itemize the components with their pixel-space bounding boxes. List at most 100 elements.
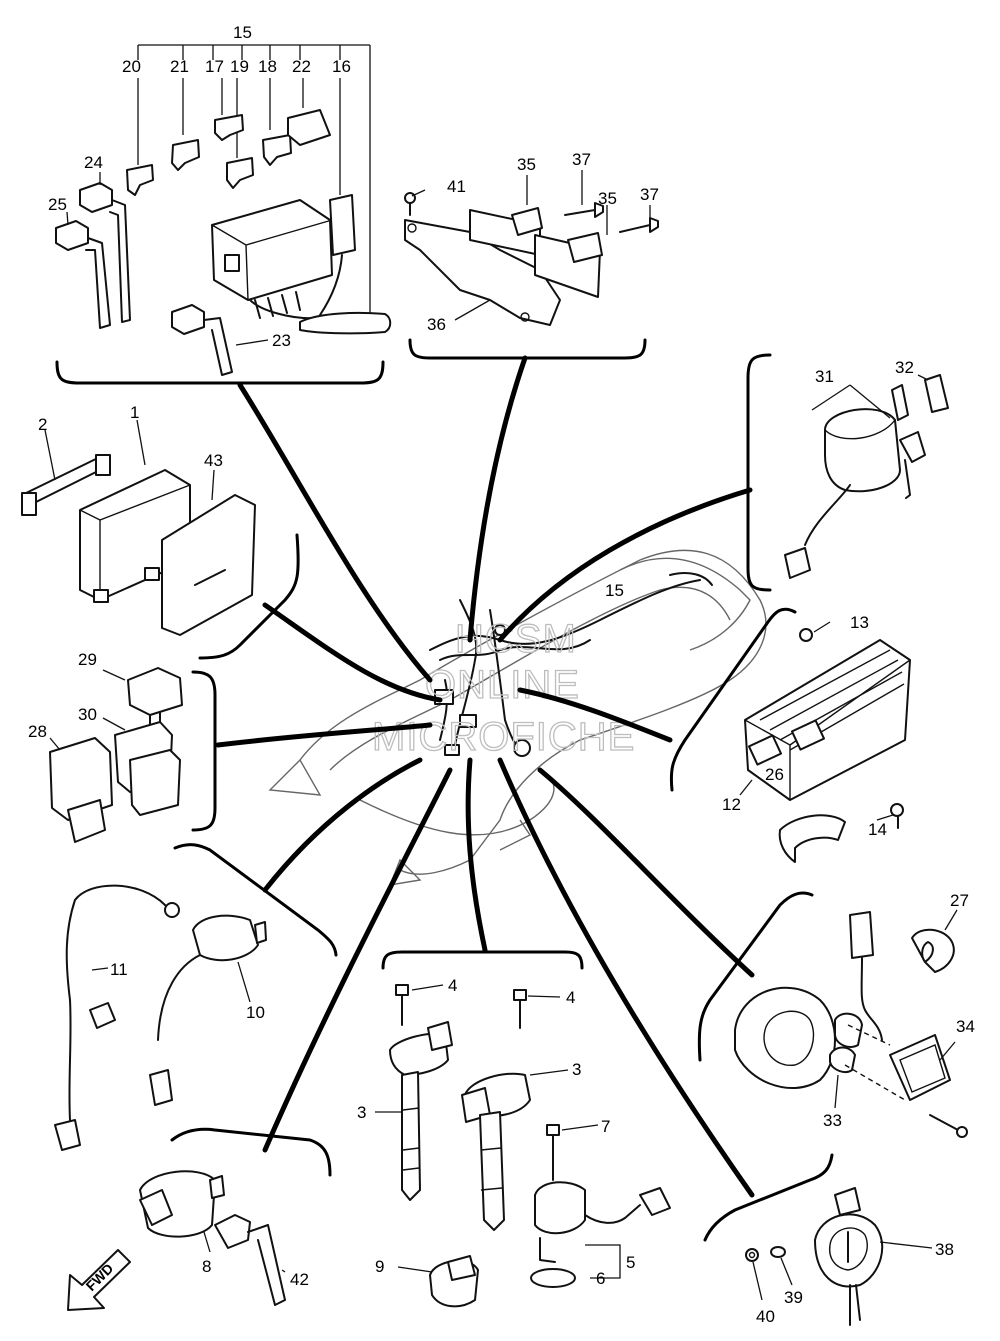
bolt-37a [564,202,604,218]
lead-plug-11 [54,1119,81,1151]
band-25 [55,220,89,251]
connector-10 [149,1069,173,1106]
washer-39 [770,1246,786,1258]
callout-30: 30 [78,705,97,724]
callout-1: 1 [130,403,139,422]
ignition-coil-group [375,950,671,1308]
band-24 [79,182,113,213]
fuse-20 [126,164,154,196]
sensor-10 [192,914,259,962]
callout-14: 14 [868,820,887,839]
band-42-head [214,1214,251,1249]
callout-37a: 37 [572,150,591,169]
callout-21: 21 [170,57,189,76]
bolt-14 [890,803,904,817]
rectifier-regulator-12 [744,639,911,801]
callout-3b: 3 [572,1060,581,1079]
callout-41: 41 [447,177,466,196]
relay-29 [127,667,183,716]
pickup-connector [849,911,874,959]
callout-43: 43 [204,451,223,470]
crank-sensor-5 [534,1181,586,1235]
fuse-21 [171,139,200,171]
callout-8: 8 [202,1257,211,1276]
callout-33: 33 [823,1111,842,1130]
o-ring-6 [530,1268,576,1288]
pickup-coil-33 [834,1012,863,1048]
nut-40 [745,1248,759,1262]
callout-3a: 3 [357,1103,366,1122]
pickup-coil-group [697,891,968,1138]
callout-39: 39 [784,1288,803,1307]
ecu-group [21,419,300,660]
callout-19: 19 [230,57,249,76]
screw-34 [929,1114,959,1131]
bracket-relay-group [404,170,659,360]
callout-24: 24 [84,153,103,172]
callout-42: 42 [290,1270,309,1289]
fwd-arrow-icon: FWD [67,1249,131,1311]
pickup-rotor [734,986,836,1090]
callout-4a: 4 [448,976,457,995]
callout-4b: 4 [566,988,575,1007]
fuse-19 [226,157,254,189]
callout-5: 5 [626,1253,635,1272]
callout-6: 6 [596,1269,605,1288]
band-23 [171,304,205,335]
callout-26: 26 [765,765,784,784]
callout-23: 23 [272,331,291,350]
callout-34: 34 [956,1017,975,1036]
fuse-22 [287,109,331,146]
relay-35a [511,207,543,236]
fuse-box [211,199,333,301]
callout-17: 17 [205,57,224,76]
callout-28: 28 [28,722,47,741]
callout-13: 13 [850,613,869,632]
callout-35a: 35 [517,155,536,174]
group-leader-lines [215,355,755,1198]
callout-31: 31 [815,367,834,386]
callout-9: 9 [375,1257,384,1276]
callout-25: 25 [48,195,67,214]
callout-22: 22 [292,57,311,76]
callout-18: 18 [258,57,277,76]
clamp-27 [911,928,955,973]
callout-11: 11 [110,960,128,979]
callout-15-top: 15 [233,23,252,42]
callout-40: 40 [756,1307,775,1326]
watermark-line-3: MICROFICHE [372,715,635,759]
fuse-17 [214,114,244,141]
callout-15-mid: 15 [605,581,624,600]
callout-38: 38 [935,1240,954,1259]
clamp-26 [778,814,846,863]
fuse-18 [262,134,292,166]
callout-2: 2 [38,415,47,434]
callout-29: 29 [78,650,97,669]
bracket-34 [889,1034,951,1101]
regulator-group [669,607,911,863]
sensor-38-group [703,1153,933,1326]
callout-20: 20 [122,57,141,76]
fuse-box-group [55,44,392,385]
washer-13 [799,628,813,642]
main-wiring-harness [429,572,713,757]
callout-16: 16 [332,57,351,76]
ecu-cover-43 [161,494,256,636]
main-switch-group [746,353,949,592]
callout-32: 32 [895,358,914,377]
starter-relay-28 [49,737,113,821]
switch-connector [784,547,811,579]
connector-16 [329,194,356,256]
callout-36: 36 [427,315,446,334]
callout-35b: 35 [598,189,617,208]
callout-12: 12 [722,795,741,814]
pressure-sensor-group: FWD [67,1127,332,1311]
mounting-bracket-36 [404,219,561,326]
callout-10: 10 [246,1003,265,1022]
sensor-group [54,843,338,1151]
callout-37b: 37 [640,185,659,204]
ground-terminal [164,902,180,918]
connector-11 [89,1002,116,1029]
relay-35b [567,232,603,263]
